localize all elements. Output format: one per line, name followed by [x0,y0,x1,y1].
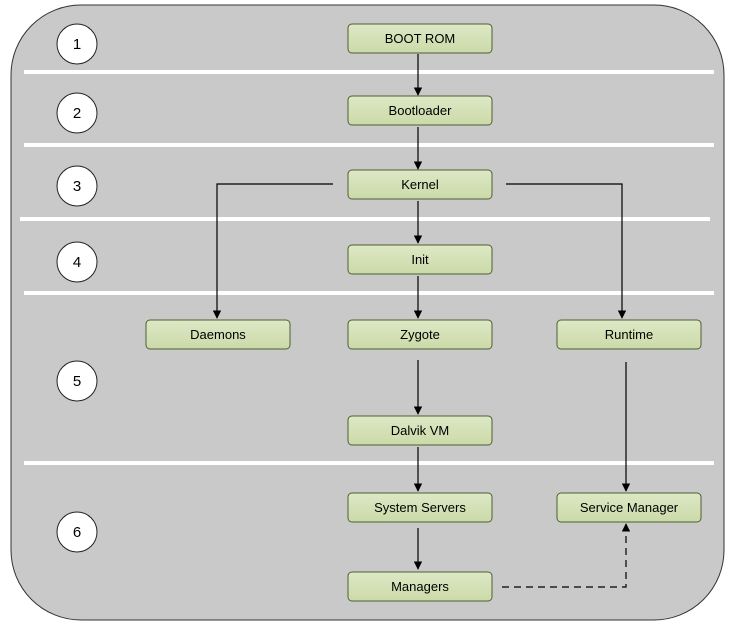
box-system-servers: System Servers [347,492,493,523]
stage-markers: 1 2 3 4 5 6 [56,23,98,553]
stage-marker: 1 [56,23,98,65]
box-label: Bootloader [389,103,453,118]
box-managers: Managers [347,571,493,602]
stage-marker: 5 [56,360,98,402]
box-kernel: Kernel [347,169,493,200]
stage-separators [20,70,714,465]
stage-marker: 6 [56,511,98,553]
box-label: Zygote [400,327,440,342]
box-label: System Servers [374,500,466,515]
stage-number: 6 [73,524,81,541]
box-boot-rom: BOOT ROM [347,23,493,54]
box-label: Runtime [605,327,653,342]
stage-number: 5 [73,373,81,390]
arrow-kernel-daemons [212,183,333,319]
box-label: Service Manager [580,500,679,515]
box-init: Init [347,244,493,275]
stage-number: 1 [73,36,81,53]
box-bootloader: Bootloader [347,95,493,126]
connectors [212,54,631,588]
box-zygote: Zygote [347,319,493,350]
stage-number: 4 [73,254,81,271]
stage-marker: 4 [56,241,98,283]
dashed-arrow-managers-servicemanager [502,523,631,588]
box-label: Kernel [401,177,439,192]
box-service-manager: Service Manager [556,492,702,523]
box-runtime: Runtime [556,319,702,350]
box-label: Init [411,252,429,267]
box-dalvik-vm: Dalvik VM [347,415,493,446]
stage-number: 2 [73,105,81,122]
arrow-kernel-runtime [506,183,627,319]
box-label: Managers [391,579,449,594]
box-label: BOOT ROM [385,31,456,46]
boxes: BOOT ROM Bootloader Kernel Init Daemons … [145,23,702,602]
background-panel [10,4,725,621]
stage-number: 3 [73,178,81,195]
stage-marker: 2 [56,92,98,134]
box-label: Dalvik VM [391,423,450,438]
box-label: Daemons [190,327,246,342]
box-daemons: Daemons [145,319,291,350]
stage-marker: 3 [56,165,98,207]
